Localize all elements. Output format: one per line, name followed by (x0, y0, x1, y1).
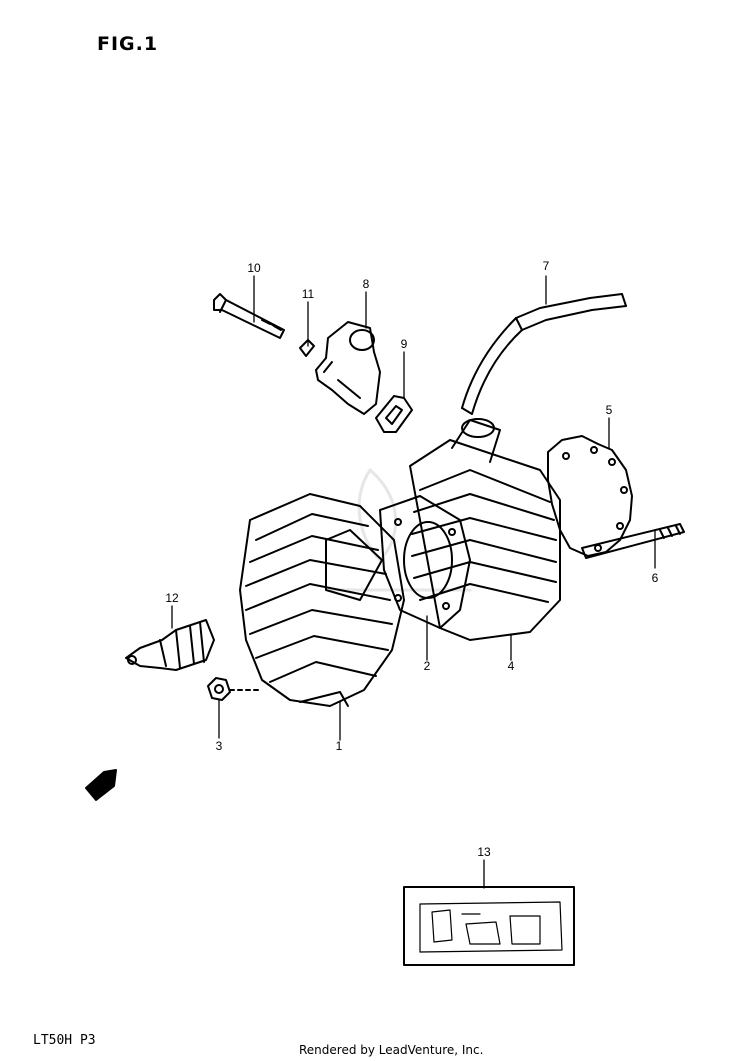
callout-1: 1 (336, 739, 343, 753)
part-3-nut[interactable] (207, 677, 261, 701)
callout-8: 8 (363, 277, 370, 291)
leader-lines (171, 275, 656, 889)
callout-5: 5 (606, 403, 613, 417)
figure-title: FIG.1 (97, 33, 159, 55)
callout-3: 3 (216, 739, 223, 753)
callout-11: 11 (302, 287, 315, 301)
part-2-head-gasket[interactable] (379, 495, 471, 629)
callout-4: 4 (508, 659, 515, 673)
part-10-bolt[interactable] (213, 293, 285, 339)
callout-9: 9 (401, 337, 408, 351)
callout-12: 12 (165, 591, 179, 605)
part-13-label[interactable] (403, 886, 575, 966)
callout-13: 13 (477, 845, 491, 859)
part-11-clip[interactable] (299, 339, 315, 357)
part-12-spark-plug[interactable] (125, 619, 215, 671)
part-1-cylinder-head[interactable] (239, 493, 405, 707)
callout-7: 7 (543, 259, 550, 273)
callout-10: 10 (247, 261, 261, 275)
model-code: LT50H P3 (33, 1033, 96, 1048)
fwd-arrow-icon (85, 769, 117, 801)
part-8-intake-elbow[interactable] (315, 321, 381, 415)
part-6-stud[interactable] (581, 523, 685, 559)
rendered-by-credit: Rendered by LeadVenture, Inc. (299, 1043, 484, 1057)
leadventure-watermark-icon (328, 468, 472, 592)
part-4-cylinder[interactable] (409, 418, 561, 641)
part-9-gasket[interactable] (375, 395, 413, 433)
callout-2: 2 (424, 659, 431, 673)
callout-6: 6 (652, 571, 659, 585)
callout-labels: 1 2 3 4 5 6 7 8 9 10 11 12 13 (165, 259, 658, 859)
part-5-gasket[interactable] (547, 435, 633, 557)
part-7-hose[interactable] (461, 293, 627, 415)
